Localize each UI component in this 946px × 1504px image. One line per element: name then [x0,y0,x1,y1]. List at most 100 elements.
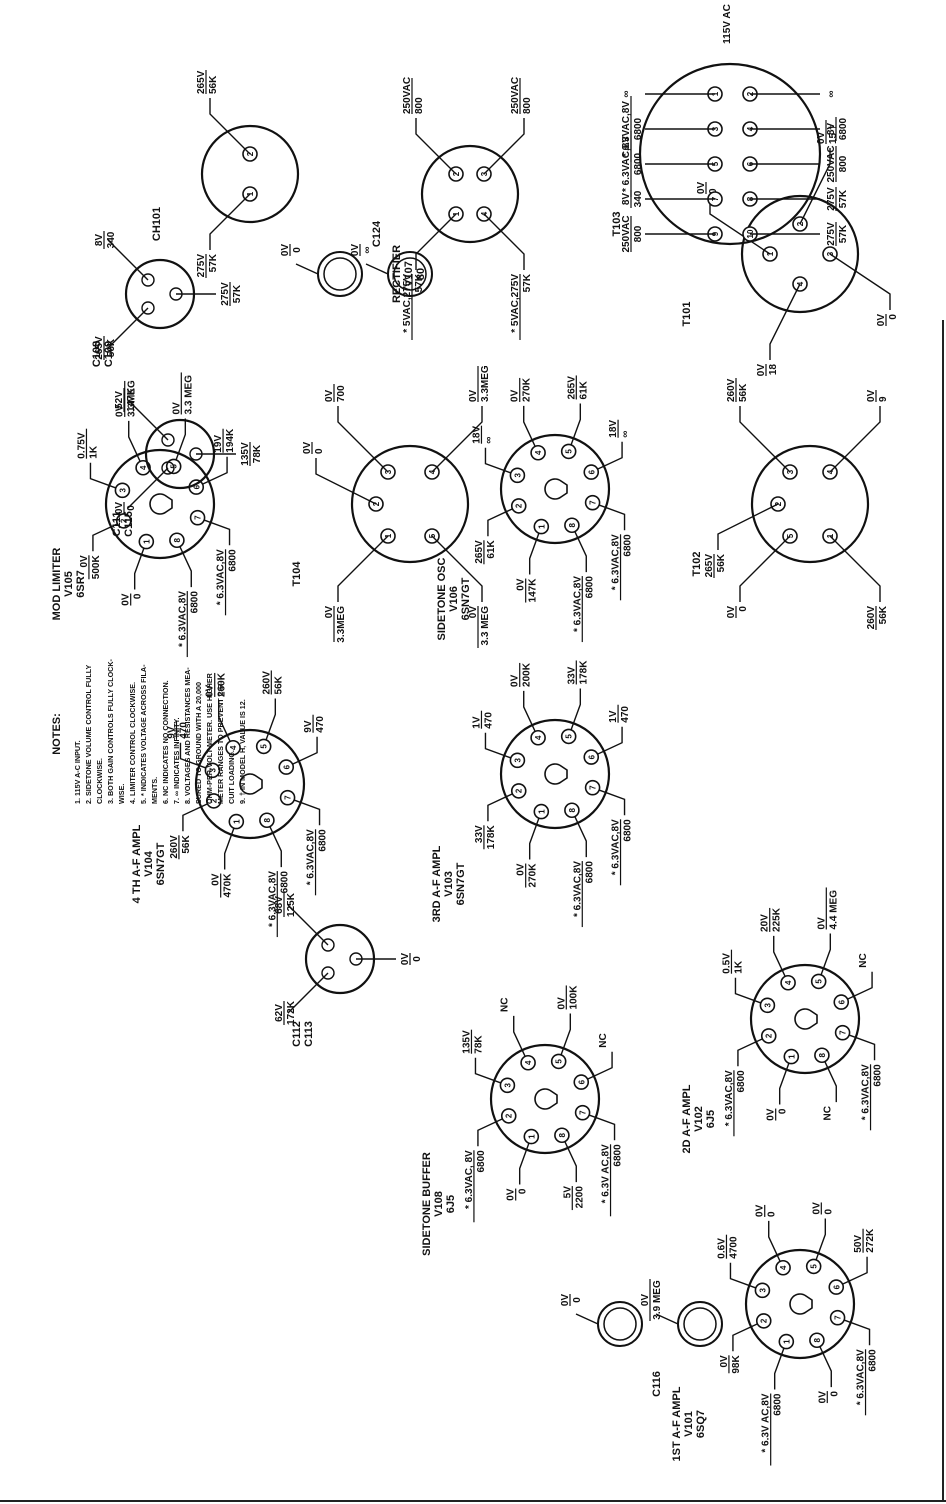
right-page-border [942,320,944,1500]
v104-lead-5 [265,698,277,741]
v101-pin-1-ring [778,1333,795,1350]
t102-value-2-voltage: 265V [704,554,715,578]
v103-pin-2-number: 2 [515,788,524,793]
v103-value-6-voltage: 1V [608,710,619,723]
v104-lead-8 [269,826,282,868]
v102-value-4-resistance: 225K [772,907,783,932]
bottom-page-border [0,1500,946,1502]
v106-value-7-resistance: 6800 [623,534,634,557]
v102-pin-2-number: 2 [765,1033,774,1038]
c111-value-c-voltage: 135V [240,442,251,466]
v104-socket [194,728,306,840]
v104-value-3-voltage: 9V [166,726,177,739]
v108-value-1-resistance: 0 [518,1188,529,1194]
v102-socket-key [794,1008,818,1030]
v101-pin-4-number: 4 [779,1265,788,1270]
notes-line: CLOCKWISE. [95,758,104,804]
v105-pin-8-ring [169,532,185,549]
v102-pin-5-number: 5 [815,979,824,984]
c111-title-line: C111 [111,511,123,536]
v102-value-7-voltage: * 6.3VAC,8V [861,1064,872,1120]
notes-line: MENTS. [150,777,159,804]
v101-pin-3-number: 3 [758,1288,767,1293]
v107-pin-2-number: 2 [452,171,461,176]
v102-pin-3: 3 [759,997,776,1014]
t104-title-line: T104 [291,561,303,587]
v103-lead-2 [487,793,513,822]
v101-pin-4-ring [775,1259,791,1276]
v102-value-1-voltage: 0V [766,1108,777,1121]
v106-pin-4-ring [530,444,546,461]
v106-pin-3-ring [509,467,526,484]
c111-title-line: C115 [123,511,135,537]
c112-value-b-resistance: 172K [286,1000,297,1025]
v104-lead-2 [182,803,208,832]
v104-pin-1-ring [228,813,245,830]
v104-lead-7 [293,799,321,826]
notes-line: METER RANGES TO PREVENT CIR- [216,681,225,804]
ch101-lead-2 [209,98,251,155]
c108-lead-b [107,307,149,349]
v101-pin-2: 2 [755,1313,772,1329]
v104-value-1-voltage: 0V [211,873,222,886]
notes-line: 6. NC INDICATES NO CONNECTION. [161,680,170,804]
v104-lead-1 [223,827,235,870]
v103-pin-3: 3 [509,752,526,769]
v107-lead-2 [415,118,457,175]
v104-lead-6 [292,736,318,765]
notes-line: 5. * INDICATES VOLTAGE ACROSS FILA- [139,664,148,804]
t104-lead-3 [337,406,389,473]
v102-value-6-voltage: NC [858,953,869,967]
v106-pin-6: 6 [583,464,600,480]
notes-line: SURED TO GROUND WITH A 20,000 [194,682,203,804]
t101-lead-1 [709,198,771,255]
v108-pin-5-ring [550,1053,567,1070]
v105-lead-4 [128,420,141,462]
v105-value-4-resistance: 3.3MEG [127,380,138,417]
v105-value-6-resistance: 194K [225,428,236,453]
c124-value-a-resistance: 0 [292,247,303,253]
v106-lead-2 [487,508,513,537]
t104-value-2-resistance: 0 [314,448,325,454]
v103-pin-4-number: 4 [534,735,543,740]
c111-terminal-a [161,433,175,447]
v108-pin-7-ring [574,1104,591,1121]
v106-title-line: SIDETONE OSC [436,557,448,640]
v102-lead-8 [824,1061,837,1103]
v101-pin-6-number: 6 [832,1284,841,1289]
t104-pin-3-number: 3 [384,469,393,474]
c108-title-line: C109 [103,341,115,367]
t103-value-10-voltage: 275V [826,222,837,246]
c108-terminal-b [141,301,155,315]
v101-pin-4: 4 [775,1259,791,1276]
v102-pin-7-number: 7 [839,1030,848,1035]
v108-lead-3 [474,1057,502,1084]
v105-value-3-voltage: 0.75V [76,432,87,458]
t104-socket [350,444,470,564]
v108-value-2-voltage: * 6.3VAC, 8V [464,1150,475,1209]
v103-title-line: 6SN7GT [455,862,467,905]
v101-value-2-resistance: 98K [731,1355,742,1374]
t103-pin-7-number: 7 [711,196,720,201]
v104-pin-1: 1 [228,813,245,830]
v102-pin-7-ring [834,1024,851,1041]
v105-value-1-voltage: 0V [121,593,132,606]
